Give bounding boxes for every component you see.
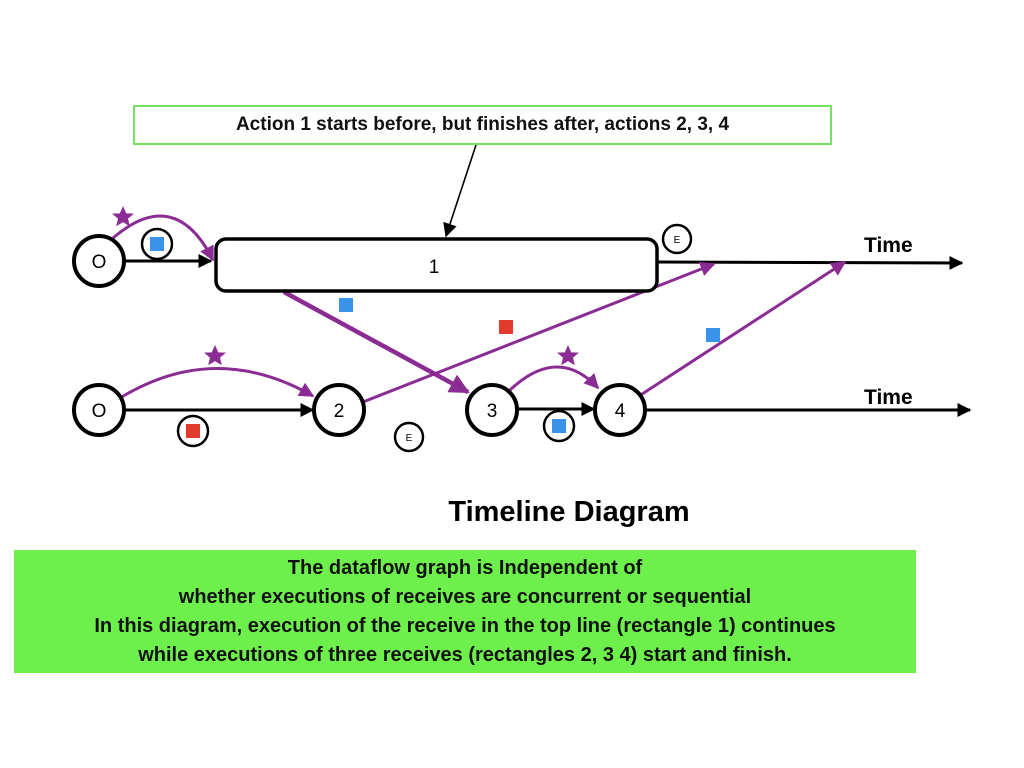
red-square-token xyxy=(186,424,200,438)
note-line: while executions of three receives (rect… xyxy=(138,643,792,666)
callout-box: Action 1 starts before, but finishes aft… xyxy=(133,105,832,145)
purple-arrow-3-to-4 xyxy=(508,365,600,392)
star-icon xyxy=(112,206,134,227)
action-1-label: 1 xyxy=(429,257,440,278)
bottom-origin-node xyxy=(72,383,126,437)
node-2 xyxy=(312,383,366,437)
note-line: In this diagram, execution of the receiv… xyxy=(94,614,836,637)
blue-square-token xyxy=(339,298,353,312)
diagram-title: Timeline Diagram xyxy=(448,496,690,528)
bottom-end-marker-label: E xyxy=(406,433,413,444)
bottom-end-marker xyxy=(393,421,425,453)
bottom-origin-label: O xyxy=(92,401,107,422)
star-icon xyxy=(557,345,579,366)
purple-arrow-1-to-3 xyxy=(282,290,470,394)
purple-arrow-o-to-2 xyxy=(119,367,315,400)
purple-arrow-o-to-1 xyxy=(112,214,215,262)
node-3-label: 3 xyxy=(487,401,498,422)
callout-text: Action 1 starts before, but finishes aft… xyxy=(235,114,730,135)
action-1-rectangle xyxy=(214,237,659,293)
top-end-marker xyxy=(661,223,693,255)
note-line: The dataflow graph is Independent of xyxy=(287,556,643,579)
note-box: The dataflow graph is Independent of whe… xyxy=(14,550,916,673)
red-square-token xyxy=(499,320,513,334)
note-line: whether executions of receives are concu… xyxy=(178,585,752,608)
blue-square-token xyxy=(706,328,720,342)
node-4 xyxy=(593,383,647,437)
blue-square-token xyxy=(552,419,566,433)
top-origin-label: O xyxy=(92,252,107,273)
star-icon xyxy=(204,345,226,366)
node-4-label: 4 xyxy=(615,401,626,422)
top-timeline-axis xyxy=(656,255,964,270)
node-3 xyxy=(465,383,519,437)
top-end-marker-label: E xyxy=(674,235,681,246)
callout-pointer-arrow xyxy=(443,144,477,238)
node-2-label: 2 xyxy=(334,401,345,422)
blue-square-token xyxy=(150,237,164,251)
purple-arrow-4-to-top xyxy=(638,260,847,398)
bottom-time-label: Time xyxy=(864,386,913,409)
top-time-label: Time xyxy=(864,234,913,257)
top-origin-node xyxy=(72,234,126,288)
